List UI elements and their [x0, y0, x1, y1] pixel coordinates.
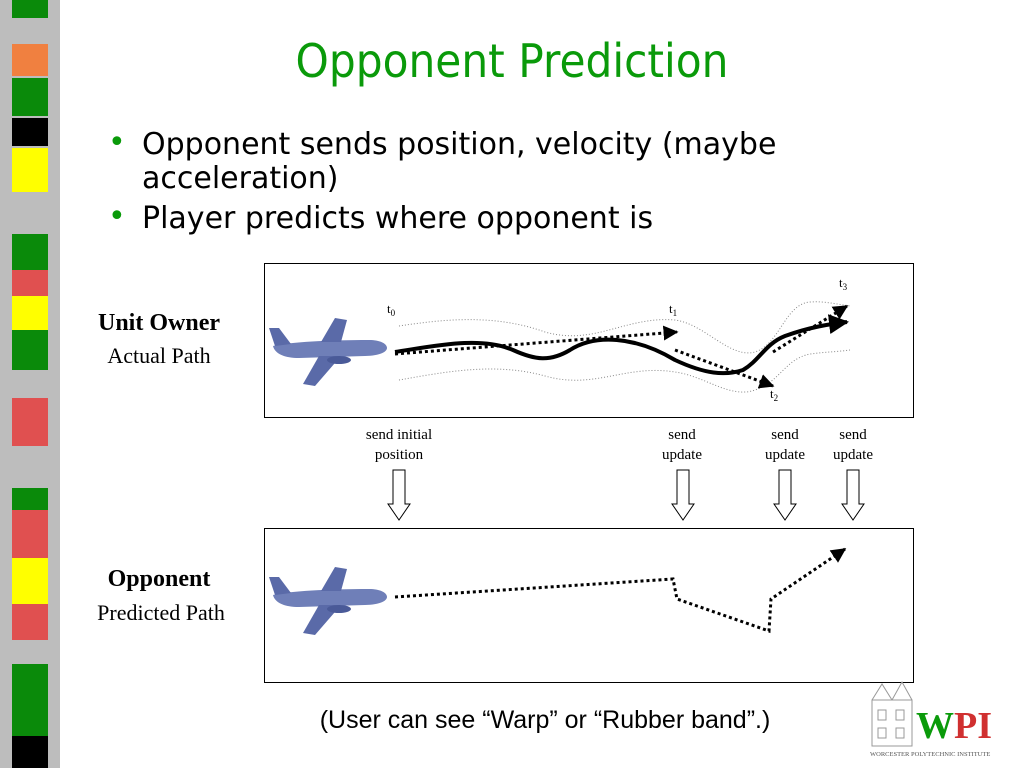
bullet-item: • Opponent sends position, velocity (may… — [108, 125, 828, 196]
airplane-icon — [269, 318, 387, 386]
send-label-line2: update — [662, 447, 702, 463]
actual-path-diagram: t0 t1 t2 t3 — [269, 275, 851, 403]
predicted-path-panel — [264, 528, 914, 683]
time-label-t2: t2 — [770, 386, 778, 403]
down-arrow-icon — [841, 469, 865, 521]
actual-path-label: Actual Path — [107, 343, 211, 368]
send-update-label: send update — [748, 425, 822, 465]
send-label-line1: send — [771, 427, 799, 443]
lower-envelope — [398, 349, 851, 393]
upper-envelope — [398, 301, 851, 354]
actual-path-panel: t0 t1 t2 t3 — [264, 263, 914, 418]
send-label-line1: send — [839, 427, 867, 443]
time-label-t3: t3 — [839, 275, 848, 292]
footer-note: (User can see “Warp” or “Rubber band”.) — [319, 706, 771, 734]
unit-owner-label: Unit Owner — [98, 310, 220, 336]
logo-text: WPI — [916, 705, 992, 747]
predicted-path-line — [394, 547, 847, 634]
bullet-list: • Opponent sends position, velocity (may… — [108, 125, 828, 242]
wpi-logo: WPI WORCESTER POLYTECHNIC INSTITUTE — [870, 680, 992, 758]
send-update-label: send update — [816, 425, 890, 465]
send-label-line2: position — [374, 447, 424, 463]
time-label-t0: t0 — [387, 301, 396, 318]
bullet-text: Player predicts where opponent is — [142, 201, 654, 236]
bullet-icon: • — [108, 125, 126, 160]
send-label-line2: update — [765, 447, 805, 463]
bullet-icon: • — [108, 199, 126, 234]
time-label-t1: t1 — [669, 301, 677, 318]
slide-title: Opponent Prediction — [295, 34, 729, 88]
down-arrow-icon — [387, 469, 411, 521]
logo-subtext: WORCESTER POLYTECHNIC INSTITUTE — [870, 751, 990, 758]
send-update-label: send update — [645, 425, 719, 465]
down-arrow-icon — [773, 469, 797, 521]
predicted-path-diagram — [269, 547, 847, 635]
send-label-line1: send — [668, 427, 696, 443]
prediction-segment — [394, 325, 679, 356]
send-label-line2: update — [833, 447, 873, 463]
airplane-icon — [269, 567, 387, 635]
send-arrows — [387, 469, 865, 521]
send-label-line1: send initial — [365, 427, 433, 443]
bullet-item: • Player predicts where opponent is — [108, 199, 828, 236]
send-initial-label: send initial position — [344, 425, 454, 465]
predicted-path-label: Predicted Path — [97, 600, 225, 625]
decorative-side-strip — [0, 0, 60, 768]
down-arrow-icon — [671, 469, 695, 521]
prediction-segment — [772, 304, 849, 354]
bullet-text: Opponent sends position, velocity (maybe… — [142, 127, 777, 196]
opponent-label: Opponent — [107, 566, 211, 592]
